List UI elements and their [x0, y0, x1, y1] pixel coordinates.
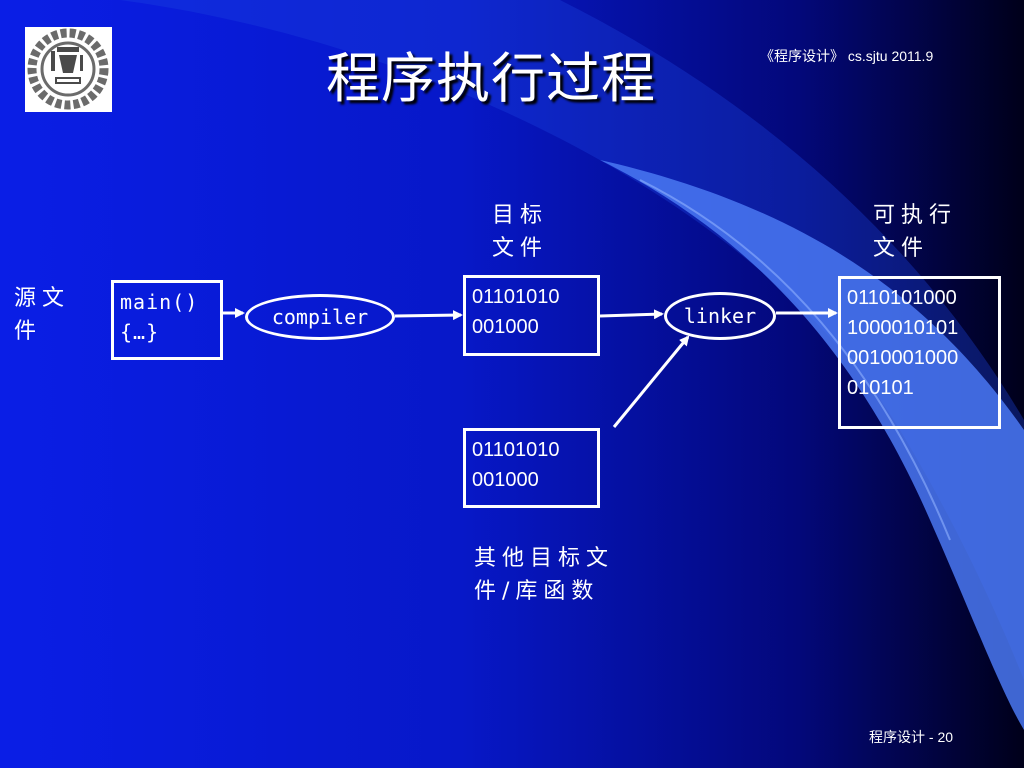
- source-file-label: 源文 件: [14, 282, 70, 348]
- slide-footer: 程序设计 - 20: [869, 729, 954, 745]
- source-file-label-text: 源文 件: [14, 286, 71, 344]
- other-object-label-text: 其他目标文 件/库函数: [474, 546, 615, 604]
- other-object-box: 01101010 001000: [463, 428, 600, 508]
- source-code-box: main() {…}: [111, 280, 223, 360]
- executable-label-text: 可执行 文件: [873, 203, 958, 261]
- object-file-box: 01101010 001000: [463, 275, 600, 356]
- linker-node: linker: [664, 292, 776, 340]
- course-info: 《程序设计》 cs.sjtu 2011.9: [760, 48, 934, 64]
- executable-box: 0110101000 1000010101 0010001000 010101: [838, 276, 1001, 429]
- compiler-label: compiler: [271, 305, 369, 329]
- linker-label: linker: [683, 304, 757, 328]
- object-file-label: 目标 文件: [492, 199, 548, 265]
- slide-title: 程序执行过程: [326, 47, 656, 110]
- other-object-label: 其他目标文 件/库函数: [474, 542, 614, 608]
- object-file-label-text: 目标 文件: [492, 203, 549, 261]
- sjtu-emblem-icon: [25, 27, 112, 112]
- executable-label: 可执行 文件: [873, 199, 957, 265]
- compiler-node: compiler: [245, 294, 395, 340]
